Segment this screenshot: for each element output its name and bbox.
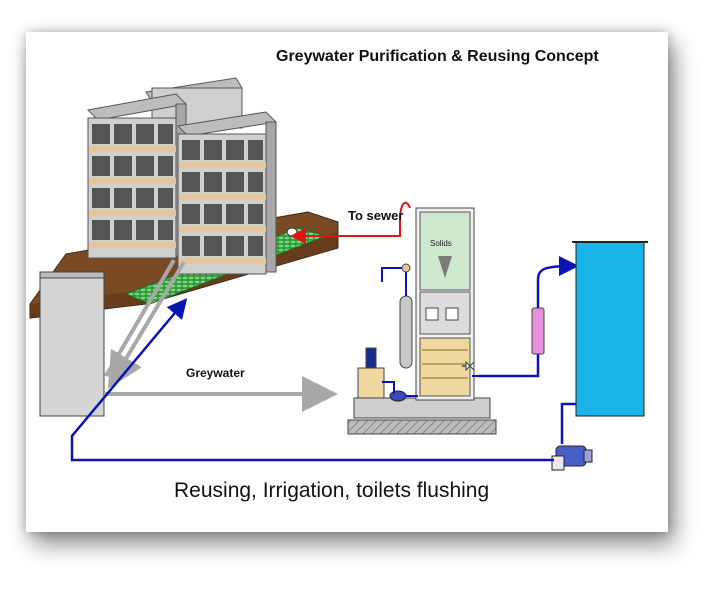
diagram-title: Greywater Purification & Reusing Concept <box>276 48 599 65</box>
diagram-caption: Reusing, Irrigation, toilets flushing <box>174 479 490 502</box>
reuse-pump <box>551 445 593 471</box>
reuse-distribution-line <box>70 298 554 462</box>
greywater-line-diag <box>104 258 176 378</box>
building-left <box>86 93 188 259</box>
greywater-line-down <box>107 260 186 389</box>
sewer-line <box>290 201 411 244</box>
sewer-outlet <box>286 227 298 237</box>
clean-water-line-top <box>536 256 579 308</box>
clean-water-tank <box>572 241 648 417</box>
building-right <box>176 111 278 275</box>
treatment-unit: Solids <box>347 207 497 435</box>
solids-label: Solids <box>430 239 452 248</box>
greywater-storage-tank <box>39 271 105 417</box>
tank-outlet-line <box>560 402 576 444</box>
uv-filter <box>531 307 545 355</box>
diagram-card: Greywater Purification & Reusing Concept <box>26 32 668 532</box>
concept-diagram: Solids <box>29 77 648 471</box>
greywater-label: Greywater <box>186 366 245 380</box>
to-sewer-label: To sewer <box>348 208 404 223</box>
clean-water-line-up <box>478 308 540 378</box>
